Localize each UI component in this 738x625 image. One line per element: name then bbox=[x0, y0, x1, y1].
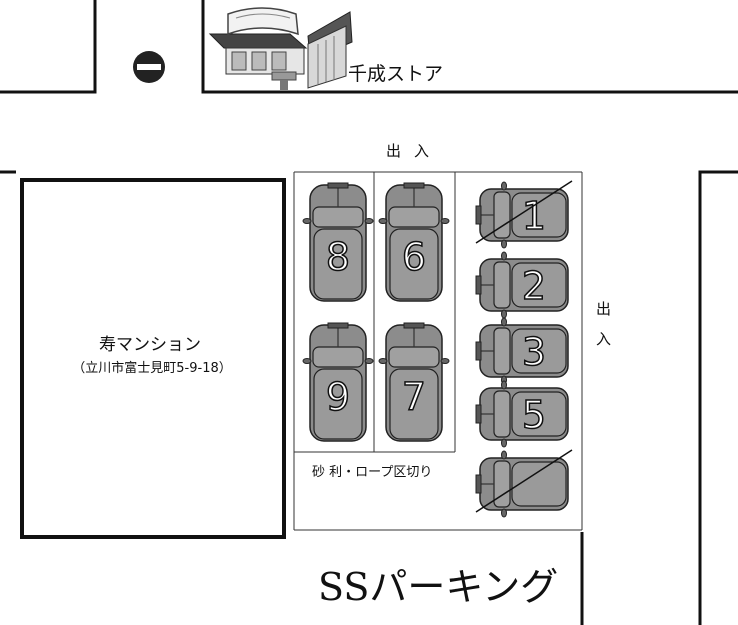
no-entry-sign-icon bbox=[133, 51, 165, 83]
space-number: 1 bbox=[522, 194, 546, 238]
space-number: 9 bbox=[326, 375, 350, 419]
entrance-right-out: 出 bbox=[596, 300, 611, 318]
space-number: 6 bbox=[402, 235, 426, 279]
space-number: 2 bbox=[522, 264, 546, 308]
parking-space-3: 3 bbox=[475, 317, 569, 385]
parking-spaces: 8 6 9 7 1 2 3 5 bbox=[302, 180, 573, 518]
parking-space-8: 8 bbox=[302, 182, 374, 302]
store-building-icon bbox=[208, 7, 353, 90]
road-edge-left bbox=[0, 0, 97, 94]
parking-space-6: 6 bbox=[378, 182, 450, 302]
parking-space-unnumbered bbox=[475, 449, 573, 518]
building-outline bbox=[20, 178, 286, 539]
road-edge-store bbox=[201, 0, 738, 94]
parking-space-2: 2 bbox=[475, 251, 569, 319]
entrance-right-in: 入 bbox=[596, 330, 611, 348]
building-address: （立川市富士見町5-9-18） bbox=[72, 360, 231, 376]
store-name: 千成ストア bbox=[348, 63, 443, 85]
road-edge-right bbox=[698, 170, 738, 625]
building-name: 寿マンション bbox=[99, 335, 201, 355]
space-number: 7 bbox=[402, 375, 426, 419]
space-number: 8 bbox=[326, 235, 350, 279]
gravel-note: 砂 利・ロープ区切り bbox=[312, 465, 432, 480]
entrance-top-out: 出 bbox=[386, 142, 401, 160]
unavailable-cross-line bbox=[475, 449, 573, 513]
parking-space-9: 9 bbox=[302, 322, 374, 442]
unavailable-cross-line bbox=[475, 180, 573, 244]
space-number: 3 bbox=[522, 330, 546, 374]
space-number: 5 bbox=[522, 393, 546, 437]
entrance-top-in: 入 bbox=[414, 142, 429, 160]
parking-space-1: 1 bbox=[475, 180, 573, 249]
parking-name: SSパーキング bbox=[318, 565, 558, 609]
parking-space-5: 5 bbox=[475, 380, 569, 448]
parking-space-7: 7 bbox=[378, 322, 450, 442]
